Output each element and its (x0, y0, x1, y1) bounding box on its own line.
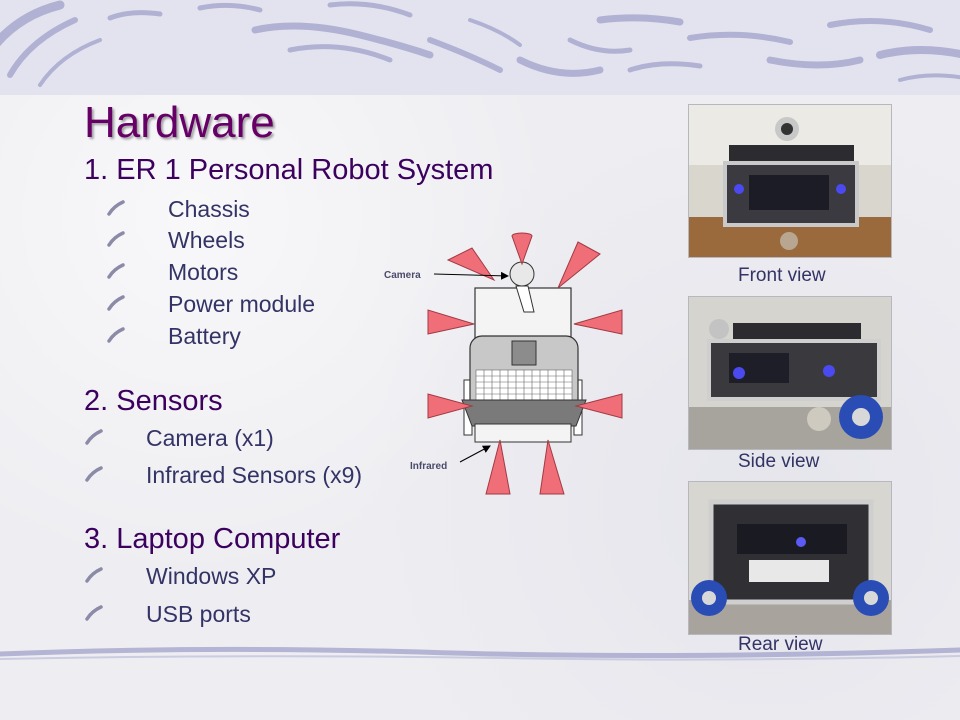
list-item: Motors (168, 259, 239, 285)
camera-lens-icon (509, 261, 535, 287)
bullet-icon (85, 429, 103, 445)
photo-caption-side: Side view (738, 451, 820, 472)
photo-caption-front: Front view (738, 265, 826, 286)
list-item: Camera (x1) (146, 425, 274, 451)
bullet-icon (107, 231, 125, 247)
list-item: Battery (168, 323, 241, 349)
photo-front-view (688, 104, 892, 258)
bullet-icon (85, 567, 103, 583)
ir-cone-mid-left (427, 309, 476, 335)
list-item: Windows XP (146, 563, 277, 589)
robot-sensor-diagram: Camera Infrared (384, 232, 623, 495)
bullet-icon (107, 295, 125, 311)
robot-laptop-base (461, 399, 587, 427)
list-item: USB ports (146, 601, 251, 627)
ir-cone-top (511, 232, 533, 266)
bullet-icon (85, 605, 103, 621)
bullet-icon (107, 200, 125, 216)
ir-cone-upper-right (557, 241, 601, 289)
list-item: Infrared Sensors (x9) (146, 462, 363, 488)
camera-arrow (433, 271, 509, 280)
bullet-icon (107, 263, 125, 279)
infrared-sensor-cones (427, 232, 623, 495)
list-item: Wheels (168, 227, 245, 253)
list-item: Chassis (168, 196, 250, 222)
slide-title: Hardware (84, 98, 275, 147)
robot-module (511, 340, 537, 366)
header-decoration (0, 0, 960, 95)
section-heading-sensors: 2. Sensors (84, 385, 223, 417)
ir-cone-bottom-left (485, 439, 511, 495)
list-item: Power module (168, 291, 316, 317)
robot-bottom-plate (474, 423, 572, 443)
bullet-icon (85, 466, 103, 482)
section-heading-laptop: 3. Laptop Computer (84, 523, 341, 555)
infrared-label: Infrared (410, 461, 447, 472)
camera-mount (515, 285, 535, 313)
camera-label: Camera (384, 270, 421, 281)
ir-cone-upper-left (446, 247, 496, 282)
ir-cone-bottom-right (539, 439, 565, 495)
ir-cone-mid-right (573, 309, 623, 335)
robot-keyboard-grid (475, 369, 573, 401)
photo-side-view (688, 296, 892, 450)
ir-cone-low-right (574, 393, 623, 419)
infrared-arrow (459, 445, 491, 463)
bullet-icon (107, 327, 125, 343)
photo-caption-rear: Rear view (738, 634, 823, 655)
footer-decoration (0, 646, 960, 661)
section-heading-robot-system: 1. ER 1 Personal Robot System (84, 154, 494, 186)
photo-rear-view (688, 481, 892, 635)
ir-cone-low-left (427, 393, 474, 419)
